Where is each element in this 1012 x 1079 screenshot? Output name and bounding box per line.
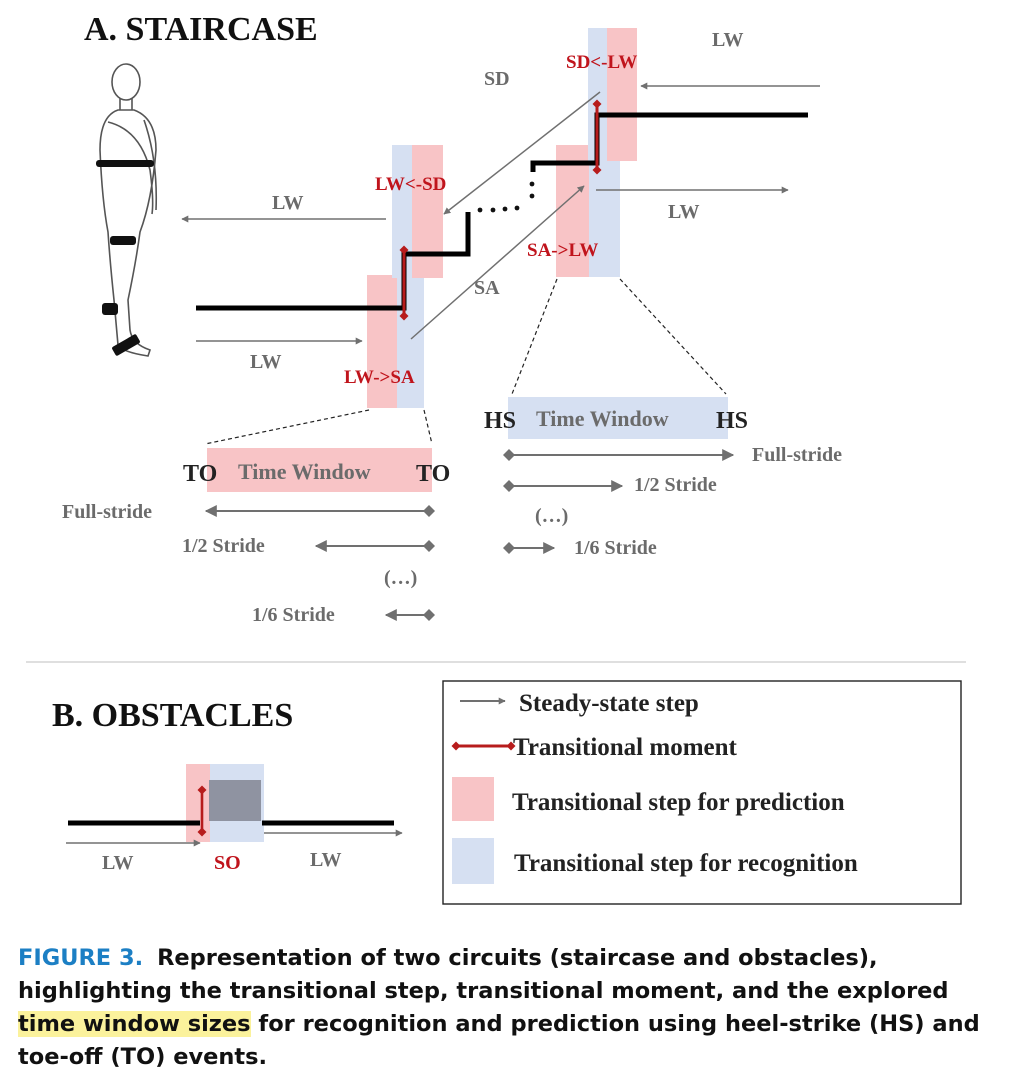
legend-recognition-label: Transitional step for recognition xyxy=(514,850,858,877)
zoom-line xyxy=(511,278,558,395)
band-lw-sa-recognition xyxy=(397,275,424,408)
caption-text-end: for recognition and prediction using hee… xyxy=(18,1011,980,1070)
hs-sixth-stride-label: 1/6 Stride xyxy=(574,537,657,559)
band-lw-sd-recognition xyxy=(392,145,412,278)
legend-recognition-swatch xyxy=(452,838,494,884)
label-sa-lw: SA->LW xyxy=(527,240,598,261)
caption-label: FIGURE 3. xyxy=(18,945,144,971)
figure: A. STAIRCASE LW LW SA SD LW LW LW->SA xyxy=(26,11,966,905)
to-full-stride-label: Full-stride xyxy=(62,501,152,523)
staircase-gap-dots xyxy=(477,181,535,213)
chest-sensor xyxy=(96,160,154,167)
obstacle-prediction-band xyxy=(186,764,210,842)
hs-half-stride-label: 1/2 Stride xyxy=(634,474,717,496)
staircase-path-upper xyxy=(530,112,808,172)
human-figure-icon xyxy=(99,63,158,357)
legend-prediction-swatch xyxy=(452,777,494,821)
hs-full-stride-label: Full-stride xyxy=(752,444,842,466)
zoom-line xyxy=(619,278,727,395)
to-event-left: TO xyxy=(183,461,217,487)
shank-sensor xyxy=(102,303,118,315)
to-sixth-stride-label: 1/6 Stride xyxy=(252,604,335,626)
zoom-line xyxy=(423,409,433,445)
legend-steady-label: Steady-state step xyxy=(519,690,699,717)
obstacle-block xyxy=(209,780,261,821)
band-lw-sd-prediction xyxy=(412,145,443,278)
zoom-line xyxy=(204,409,370,445)
label-sd: SD xyxy=(484,68,510,90)
label-lw-right: LW xyxy=(668,201,700,223)
legend-moment-label: Transitional moment xyxy=(513,734,738,761)
figure-caption: FIGURE 3. Representation of two circuits… xyxy=(18,942,998,1074)
caption-text: Representation of two circuits (staircas… xyxy=(18,945,949,1004)
label-sa: SA xyxy=(474,277,500,299)
obstacle-label-lw-right: LW xyxy=(310,849,342,871)
legend-prediction-label: Transitional step for prediction xyxy=(512,789,845,816)
band-lw-sa-prediction xyxy=(367,275,397,408)
hs-ellipsis: (…) xyxy=(535,505,568,527)
arrow-sa xyxy=(410,185,585,340)
obstacle-label-so: SO xyxy=(214,852,241,874)
hs-event-right: HS xyxy=(716,408,748,434)
foot-sensor xyxy=(112,334,140,356)
hs-time-window xyxy=(508,397,728,439)
to-ellipsis: (…) xyxy=(384,567,417,589)
label-lw-left: LW xyxy=(272,192,304,214)
band-sa-lw-prediction xyxy=(556,145,589,277)
thigh-sensor xyxy=(110,236,136,245)
label-lw-sa: LW->SA xyxy=(344,367,415,388)
to-event-right: TO xyxy=(416,461,450,487)
panel-a-title: A. STAIRCASE xyxy=(84,11,318,48)
label-lw-top: LW xyxy=(712,29,744,51)
label-lw-bottom: LW xyxy=(250,351,282,373)
to-window-label: Time Window xyxy=(238,459,371,484)
to-half-stride-label: 1/2 Stride xyxy=(182,535,265,557)
label-sd-lw: SD<-LW xyxy=(566,52,637,73)
hs-event-left: HS xyxy=(484,408,516,434)
hs-window-label: Time Window xyxy=(536,406,669,431)
band-sd-lw-prediction xyxy=(607,28,637,161)
arrow-sd xyxy=(443,91,601,215)
panel-b-title: B. OBSTACLES xyxy=(52,697,293,734)
legend-box xyxy=(442,680,962,905)
obstacle-label-lw-left: LW xyxy=(102,852,134,874)
to-time-window xyxy=(207,448,432,492)
caption-highlight: time window sizes xyxy=(18,1011,251,1037)
label-lw-sd: LW<-SD xyxy=(375,174,446,195)
